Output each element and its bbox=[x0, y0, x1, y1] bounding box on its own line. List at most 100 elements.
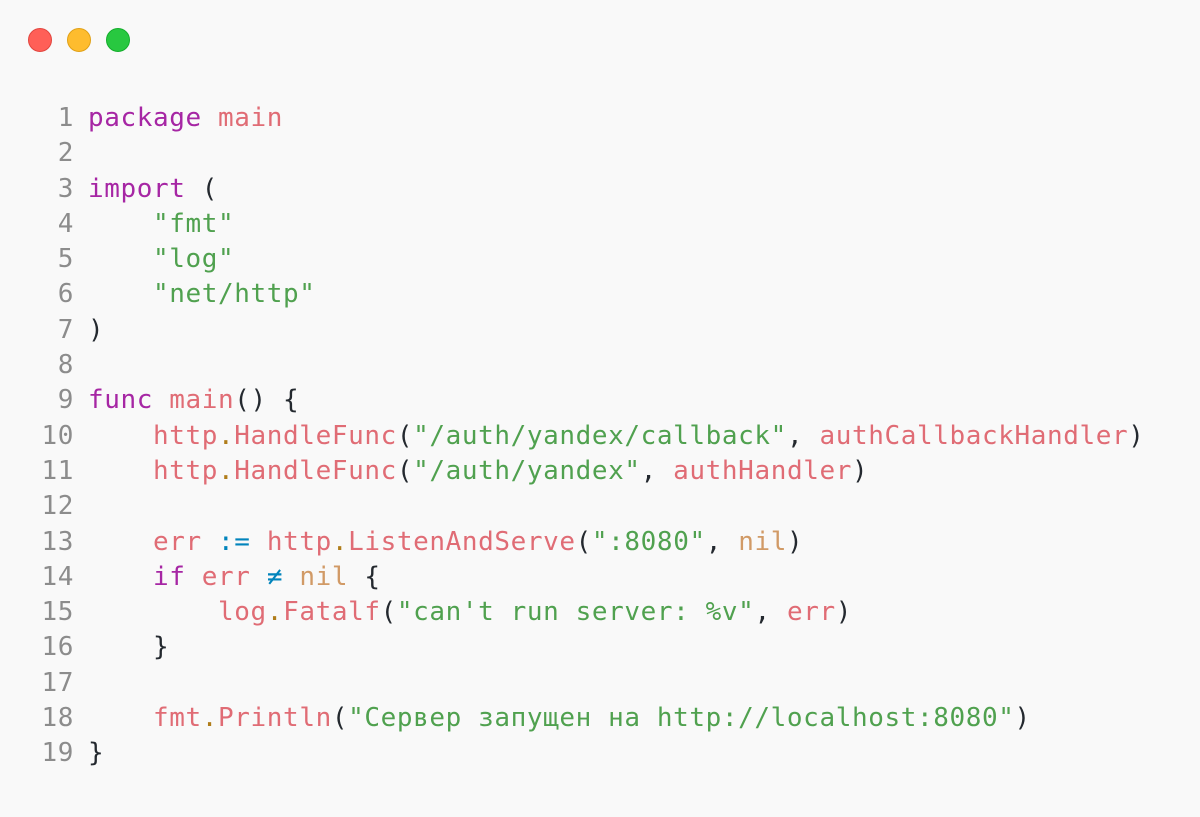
code-token bbox=[88, 597, 218, 627]
code-token: . bbox=[218, 420, 235, 451]
code-token bbox=[88, 244, 153, 274]
code-token: main bbox=[169, 385, 235, 416]
maximize-button[interactable] bbox=[106, 28, 130, 52]
code-line: 11 http.HandleFunc("/auth/yandex", authH… bbox=[38, 454, 1145, 489]
line-source: fmt.Println("Сервер запущен на http://lo… bbox=[88, 701, 1031, 736]
line-source: if err ≠ nil { bbox=[88, 560, 381, 595]
code-line: 7) bbox=[38, 313, 1145, 348]
code-token: HandleFunc bbox=[234, 455, 397, 486]
line-number: 14 bbox=[41, 561, 74, 592]
code-token: err bbox=[201, 561, 251, 592]
code-token: ) bbox=[1128, 420, 1145, 451]
code-token: "/auth/yandex" bbox=[413, 455, 641, 486]
code-token: } bbox=[88, 632, 170, 663]
code-token: fmt bbox=[153, 703, 202, 734]
line-number: 3 bbox=[57, 173, 74, 204]
code-token: , bbox=[786, 420, 820, 451]
line-number: 13 bbox=[41, 526, 74, 557]
code-line: 8 bbox=[38, 348, 1145, 383]
code-token: Println bbox=[218, 703, 332, 734]
line-number: 4 bbox=[57, 208, 74, 239]
code-token: nil bbox=[299, 561, 349, 592]
line-source: package main bbox=[88, 101, 283, 136]
code-token bbox=[88, 456, 153, 486]
code-token bbox=[88, 562, 153, 592]
code-token: ":8080" bbox=[591, 526, 706, 557]
code-token: ) bbox=[88, 314, 105, 345]
code-token: . bbox=[331, 526, 349, 557]
code-token: err bbox=[153, 526, 202, 557]
code-token: log bbox=[218, 597, 267, 628]
line-number: 18 bbox=[41, 703, 74, 734]
code-token: ( bbox=[396, 455, 414, 486]
line-number: 12 bbox=[41, 491, 74, 522]
code-token bbox=[202, 103, 218, 133]
code-token bbox=[88, 209, 153, 239]
code-token: http bbox=[153, 420, 219, 451]
minimize-button[interactable] bbox=[67, 28, 91, 52]
line-source: } bbox=[88, 736, 104, 771]
line-number: 2 bbox=[57, 138, 74, 169]
code-token: ( bbox=[396, 420, 414, 451]
code-token bbox=[88, 703, 153, 733]
code-token: nil bbox=[738, 526, 787, 557]
close-button[interactable] bbox=[28, 28, 52, 52]
code-token: authCallbackHandler bbox=[819, 420, 1129, 451]
code-token: ( bbox=[575, 526, 592, 557]
code-token: http bbox=[266, 526, 332, 557]
code-token: "log" bbox=[153, 244, 235, 275]
line-source: ) bbox=[88, 313, 104, 348]
code-line: 15 log.Fatalf("can't run server: %v", er… bbox=[38, 595, 1145, 630]
code-line: 1 package main bbox=[38, 101, 1145, 136]
code-token: } bbox=[88, 738, 105, 769]
code-token: import bbox=[88, 173, 186, 204]
line-number: 15 bbox=[41, 597, 74, 628]
code-line: 6 "net/http" bbox=[38, 277, 1145, 312]
code-token bbox=[251, 527, 267, 557]
code-token: func bbox=[88, 385, 154, 416]
code-token bbox=[202, 527, 218, 557]
code-token: err bbox=[786, 597, 836, 628]
code-token: ) bbox=[786, 526, 804, 557]
line-number: 16 bbox=[41, 632, 74, 663]
code-token: Fatalf bbox=[283, 597, 381, 628]
code-token: , bbox=[640, 455, 674, 486]
code-line: 9 func main() { bbox=[38, 383, 1145, 418]
code-token: () { bbox=[234, 385, 300, 416]
code-line: 13 err := http.ListenAndServe(":8080", n… bbox=[38, 525, 1145, 560]
code-line: 16 } bbox=[38, 630, 1145, 665]
code-token: ( bbox=[380, 597, 397, 628]
code-line: 19} bbox=[38, 736, 1145, 771]
line-source: "fmt" bbox=[88, 207, 234, 242]
code-token bbox=[186, 562, 202, 592]
code-line: 14 if err ≠ nil { bbox=[38, 560, 1145, 595]
line-number: 9 bbox=[57, 385, 74, 416]
code-line: 2 bbox=[38, 136, 1145, 171]
code-line: 18 fmt.Println("Сервер запущен на http:/… bbox=[38, 701, 1145, 736]
code-line: 3 import ( bbox=[38, 172, 1145, 207]
line-source: "net/http" bbox=[88, 277, 316, 312]
code-line: 10 http.HandleFunc("/auth/yandex/callbac… bbox=[38, 419, 1145, 454]
line-number: 19 bbox=[41, 738, 74, 769]
code-token: ) bbox=[1014, 703, 1031, 734]
code-token bbox=[88, 421, 153, 451]
code-token: { bbox=[348, 561, 381, 592]
code-token: http bbox=[153, 455, 219, 486]
code-token bbox=[251, 562, 267, 592]
code-token: ≠ bbox=[266, 561, 284, 592]
code-token: HandleFunc bbox=[234, 420, 397, 451]
code-token: ( bbox=[185, 173, 219, 204]
code-token: ) bbox=[835, 597, 852, 628]
code-token: main bbox=[218, 103, 284, 133]
line-number: 8 bbox=[57, 350, 74, 381]
code-token bbox=[153, 385, 169, 415]
line-number: 1 bbox=[57, 103, 74, 133]
line-number: 5 bbox=[57, 244, 74, 275]
code-token: ( bbox=[331, 703, 349, 734]
line-source: err := http.ListenAndServe(":8080", nil) bbox=[88, 525, 803, 560]
window-controls bbox=[28, 28, 130, 52]
code-token: "/auth/yandex/callback" bbox=[413, 420, 787, 451]
code-token: "Сервер запущен на http://localhost:8080… bbox=[348, 703, 1015, 734]
code-token: "fmt" bbox=[153, 208, 235, 239]
